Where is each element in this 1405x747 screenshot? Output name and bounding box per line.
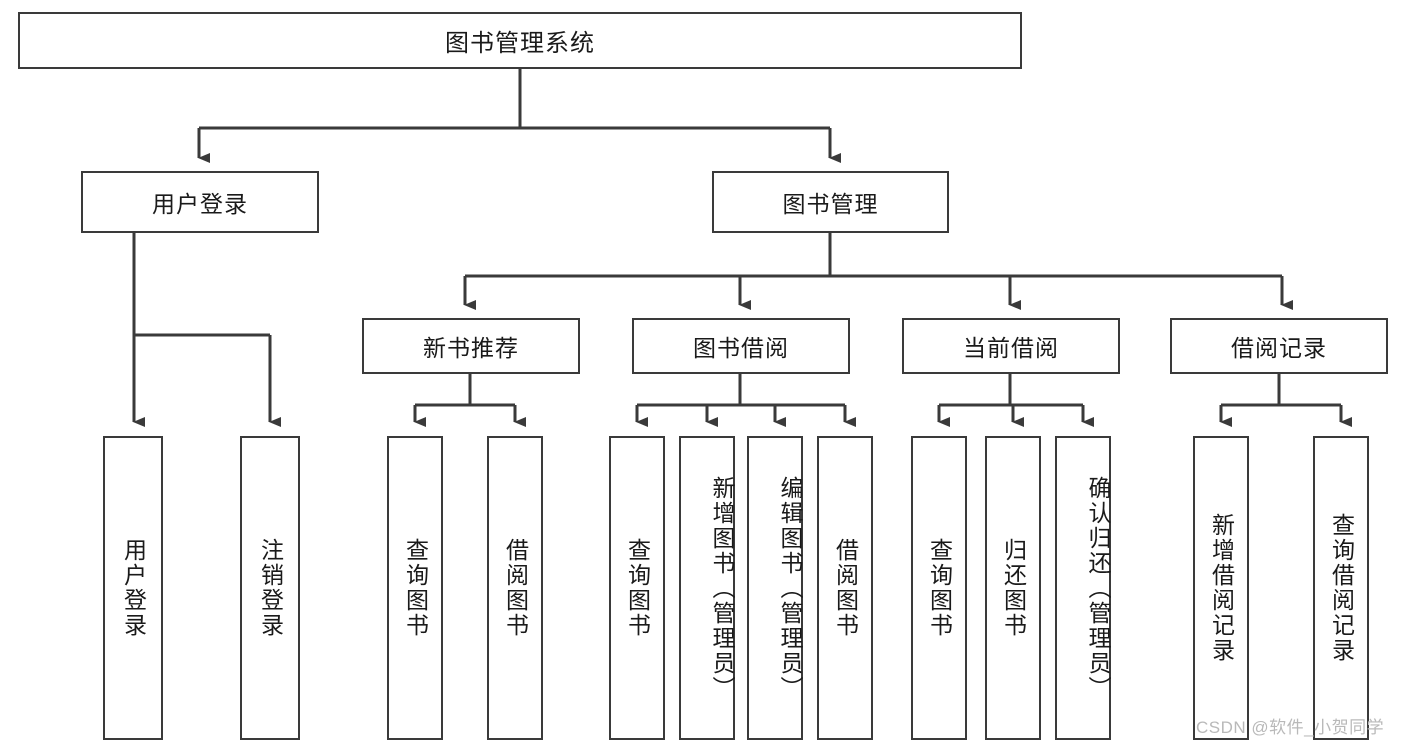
node-label: 查询图书 xyxy=(624,538,651,638)
node-label: 图书管理 xyxy=(782,191,879,217)
node-label: 图书借阅 xyxy=(693,335,789,361)
node-book-borrow[interactable]: 图书借阅 xyxy=(632,318,850,374)
node-root[interactable]: 图书管理系统 xyxy=(18,12,1022,69)
node-label: 新书推荐 xyxy=(423,335,519,361)
node-label: 编辑图书（管理员） xyxy=(777,475,803,701)
watermark: CSDN @软件_小贺同学 xyxy=(1196,713,1384,738)
watermark-text: CSDN @软件_小贺同学 xyxy=(1196,718,1385,737)
node-label: 查询图书 xyxy=(402,538,429,638)
leaf-query-book-recommend[interactable]: 查询图书 xyxy=(387,436,443,740)
leaf-edit-book-admin[interactable]: 编辑图书（管理员） xyxy=(747,436,803,740)
node-label: 归还图书 xyxy=(1000,538,1027,638)
node-label: 注销登录 xyxy=(257,538,284,638)
leaf-query-book-current[interactable]: 查询图书 xyxy=(911,436,967,740)
leaf-user-login[interactable]: 用户登录 xyxy=(103,436,163,740)
leaf-query-book-borrow[interactable]: 查询图书 xyxy=(609,436,665,740)
leaf-user-logout[interactable]: 注销登录 xyxy=(240,436,300,740)
node-label: 新增图书（管理员） xyxy=(709,475,735,701)
node-label: 用户登录 xyxy=(120,538,147,638)
node-label: 借阅图书 xyxy=(502,538,529,638)
node-borrow-record[interactable]: 借阅记录 xyxy=(1170,318,1388,374)
node-label: 当前借阅 xyxy=(963,335,1059,361)
leaf-add-book-admin[interactable]: 新增图书（管理员） xyxy=(679,436,735,740)
leaf-query-borrow-record[interactable]: 查询借阅记录 xyxy=(1313,436,1369,740)
node-label: 借阅图书 xyxy=(832,538,859,638)
node-label: 借阅记录 xyxy=(1231,335,1327,361)
leaf-borrow-book-recommend[interactable]: 借阅图书 xyxy=(487,436,543,740)
leaf-return-book[interactable]: 归还图书 xyxy=(985,436,1041,740)
leaf-add-borrow-record[interactable]: 新增借阅记录 xyxy=(1193,436,1249,740)
node-label: 图书管理系统 xyxy=(445,30,595,57)
node-current-borrow[interactable]: 当前借阅 xyxy=(902,318,1120,374)
node-label: 新增借阅记录 xyxy=(1208,513,1235,663)
node-label: 查询借阅记录 xyxy=(1328,513,1355,663)
leaf-confirm-return-admin[interactable]: 确认归还（管理员） xyxy=(1055,436,1111,740)
node-book-management[interactable]: 图书管理 xyxy=(712,171,949,233)
node-new-book-recommend[interactable]: 新书推荐 xyxy=(362,318,580,374)
leaf-borrow-book[interactable]: 借阅图书 xyxy=(817,436,873,740)
node-label: 确认归还（管理员） xyxy=(1085,475,1111,701)
node-label: 查询图书 xyxy=(926,538,953,638)
node-user-login[interactable]: 用户登录 xyxy=(81,171,319,233)
node-label: 用户登录 xyxy=(152,191,248,217)
